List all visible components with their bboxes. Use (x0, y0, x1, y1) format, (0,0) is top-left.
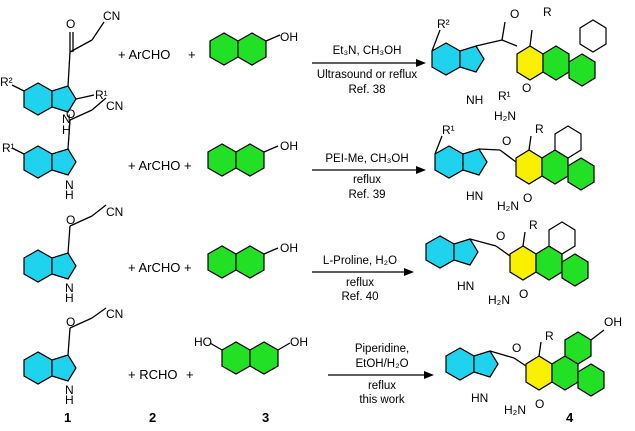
row3-reagent: + ArCHO + (128, 260, 192, 275)
hydroxyl-right: OH (290, 335, 308, 349)
row1-plus: + (188, 47, 196, 62)
prod-amine: H₂N (488, 293, 510, 307)
compound-label-3: 3 (262, 410, 269, 425)
row2-arrowhead (416, 166, 426, 174)
row1-naphthol: OH (209, 30, 298, 66)
row1-condition-2: Ref. 38 (348, 84, 385, 96)
prod-amine: H₂N (497, 199, 519, 213)
prod-ring-o: O (523, 191, 532, 205)
row4-plus: + (186, 367, 194, 382)
row1-product: R² NH R¹ O R O H₂N (431, 5, 607, 123)
row1-condition-top: Et₃N, CH₃OH (333, 45, 402, 57)
row3-substrate-indole: O CN N H (23, 204, 123, 305)
row3-naphthol: OH (207, 241, 298, 279)
row-1: O CN R² R¹ N H + ArCHO + OH Et₃N, CH₃OH … (0, 5, 607, 137)
row2-product: R¹ HN O R O H₂N (434, 122, 595, 213)
row-2: O CN R¹ N H + ArCHO + OH PEI-Me, CH₃OH r… (2, 97, 595, 213)
row1-substrate-indole: O CN R² R¹ N H (0, 9, 120, 137)
hydroxyl-label: OH (280, 139, 298, 153)
compound-label-1: 1 (64, 410, 71, 425)
prod-r: R (529, 218, 538, 232)
carbonyl-o: O (66, 213, 75, 227)
nitrile-label: CN (106, 99, 123, 113)
carbonyl-o: O (66, 315, 75, 329)
row2-reagent: + ArCHO + (128, 158, 192, 173)
nh-h: H (62, 123, 71, 137)
prod-carbonyl-o: O (502, 134, 511, 148)
benzene-ring (23, 82, 53, 116)
pyrrole-ring (51, 85, 77, 113)
r1-label: R¹ (2, 141, 15, 155)
carbonyl-o: O (66, 107, 75, 121)
row4-product: HN O R O H₂N OH (445, 315, 622, 417)
compound-label-2: 2 (149, 410, 156, 425)
row3-product: HN O R O H₂N (425, 218, 589, 307)
nitrile-label: CN (103, 9, 120, 23)
row3-arrowhead (404, 268, 414, 276)
nh-label: N (65, 178, 74, 192)
prod-carbonyl-o: O (496, 229, 505, 243)
prod-amine: H₂N (504, 403, 526, 417)
prod-nh: NH (466, 93, 483, 107)
row4-condition-top-1: Piperidine, (355, 343, 409, 355)
prod-r1: R¹ (498, 89, 511, 103)
prod-ring-o: O (522, 81, 531, 95)
row1-arrowhead (416, 59, 426, 67)
nh-n: N (65, 383, 74, 397)
row4-reagent: + RCHO (128, 367, 177, 382)
row3-condition-2: Ref. 40 (341, 291, 378, 303)
row2-naphthol: OH (207, 139, 298, 177)
prod-hn: HN (471, 391, 488, 405)
prod-carbonyl-o: O (512, 341, 521, 355)
row4-substrate-indole: O CN N H (23, 307, 123, 407)
row3-condition-1: reflux (346, 277, 374, 289)
row4-naphthalenediol: HO OH (194, 335, 308, 375)
prod-r2: R² (437, 17, 450, 31)
hydroxyl-left: HO (194, 335, 212, 349)
nh-h: H (65, 393, 74, 407)
row4-arrowhead (424, 371, 434, 379)
hydroxyl-label: OH (280, 241, 298, 255)
row4-condition-2: this work (359, 394, 405, 406)
nh-n: N (62, 112, 71, 126)
row2-condition-top: PEI-Me, CH₃OH (325, 153, 408, 165)
row3-condition-top: L-Proline, H₂O (323, 255, 397, 267)
prod-r: R (545, 329, 554, 343)
nh-n: N (65, 281, 74, 295)
prod-hydroxyl: OH (604, 315, 622, 329)
r2-label: R² (0, 75, 13, 89)
prod-r: R (535, 122, 544, 136)
carbonyl-o: O (66, 17, 75, 31)
prod-ring-o: O (519, 287, 528, 301)
row-3: O CN N H + ArCHO + OH L-Proline, H₂O ref… (23, 204, 589, 307)
hydroxyl-label: OH (280, 30, 298, 44)
row2-condition-2: Ref. 39 (348, 189, 385, 201)
nitrile-label: CN (106, 205, 123, 219)
prod-r: R (543, 5, 552, 19)
prod-hn: HN (457, 279, 474, 293)
row4-condition-1: reflux (368, 380, 396, 392)
row2-condition-1: reflux (353, 174, 381, 186)
prod-hn: HN (466, 189, 483, 203)
compound-label-4: 4 (566, 410, 574, 425)
row1-reagent: + ArCHO (118, 47, 170, 62)
prod-r1: R¹ (442, 123, 455, 137)
row2-substrate-indole: O CN R¹ N H (2, 97, 123, 202)
row4-condition-top-2: EtOH/H₂O (355, 358, 408, 370)
prod-carbonyl-o: O (510, 7, 519, 21)
row1-condition-1: Ultrasound or reflux (317, 69, 418, 81)
nh-h: H (65, 291, 74, 305)
prod-amine: H₂N (494, 109, 516, 123)
row-4: O CN N H 1 + RCHO 2 + HO OH 3 Piperidine… (23, 307, 622, 425)
prod-ring-o: O (535, 397, 544, 411)
nitrile-label: CN (106, 307, 123, 321)
nh-h: H (65, 188, 74, 202)
